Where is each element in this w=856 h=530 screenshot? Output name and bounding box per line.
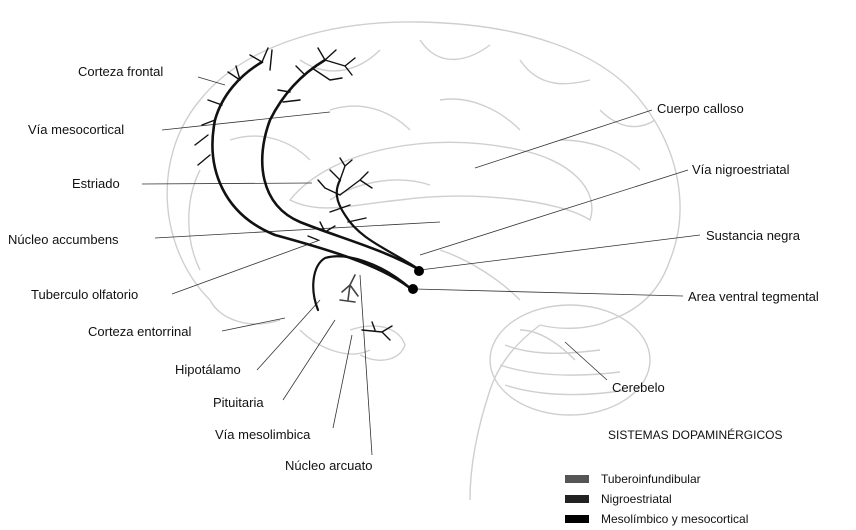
- leader-nucleo-accumbens: [155, 222, 440, 238]
- label-corteza-frontal: Corteza frontal: [78, 64, 163, 79]
- leader-area-ventral-tegmental: [415, 289, 683, 296]
- tuberoinfundibular-pathway: [340, 275, 358, 302]
- mesocortical-pathway: [213, 62, 411, 288]
- label-tuberculo-olfatorio: Tuberculo olfatorio: [31, 287, 138, 302]
- legend-label: Tuberoinfundibular: [601, 472, 701, 486]
- label-via-nigroestriatal: Vía nigroestriatal: [692, 162, 790, 177]
- leader-nucleo-arcuato: [360, 275, 372, 455]
- pituitary-branches: [362, 322, 392, 340]
- legend-swatch: [565, 475, 589, 483]
- legend-item-nigroestriatal: Nigroestriatal: [565, 492, 672, 506]
- legend-swatch: [565, 515, 589, 523]
- label-nucleo-accumbens: Núcleo accumbens: [8, 232, 119, 247]
- label-corteza-entorrinal: Corteza entorrinal: [88, 324, 191, 339]
- label-sustancia-negra: Sustancia negra: [706, 228, 800, 243]
- legend-item-mesolimbico: Mesolímbico y mesocortical: [565, 512, 748, 526]
- label-area-ventral-tegmental: Area ventral tegmental: [688, 289, 819, 304]
- leader-via-mesolimbica: [333, 335, 352, 428]
- legend-title: SISTEMAS DOPAMINÉRGICOS: [608, 428, 782, 442]
- legend-label: Mesolímbico y mesocortical: [601, 512, 748, 526]
- leader-via-nigroestriatal: [420, 170, 688, 255]
- label-estriado: Estriado: [72, 176, 120, 191]
- label-cerebelo: Cerebelo: [612, 380, 665, 395]
- label-cuerpo-calloso: Cuerpo calloso: [657, 101, 744, 116]
- leader-hipotalamo: [257, 300, 320, 370]
- substantia-nigra-node: [414, 266, 424, 276]
- label-pituitaria: Pituitaria: [213, 395, 264, 410]
- label-hipotalamo: Hipotálamo: [175, 362, 241, 377]
- leader-via-mesocortical: [162, 112, 330, 130]
- vta-node: [408, 284, 418, 294]
- legend-swatch: [565, 495, 589, 503]
- label-nucleo-arcuato: Núcleo arcuato: [285, 458, 372, 473]
- leader-corteza-entorrinal: [222, 318, 285, 331]
- striatum-branches: [318, 158, 372, 222]
- dopamine-pathways: [195, 48, 420, 340]
- leader-tuberculo-olfatorio: [172, 240, 320, 294]
- leader-sustancia-negra: [420, 235, 700, 270]
- legend-label: Nigroestriatal: [601, 492, 672, 506]
- legend-item-tuberoinfundibular: Tuberoinfundibular: [565, 472, 701, 486]
- label-via-mesolimbica: Vía mesolimbica: [215, 427, 310, 442]
- label-via-mesocortical: Vía mesocortical: [28, 122, 124, 137]
- leader-cuerpo-calloso: [475, 110, 652, 168]
